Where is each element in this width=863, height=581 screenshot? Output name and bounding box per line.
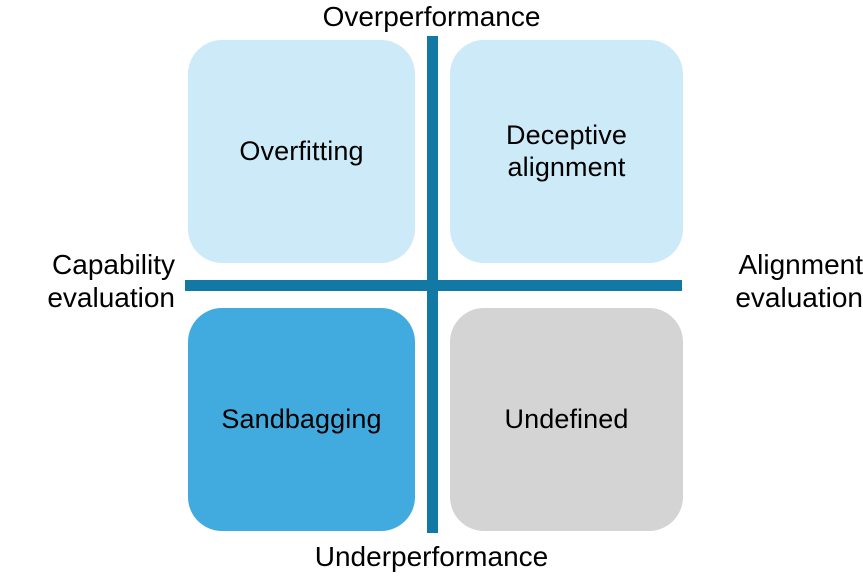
- quadrant-sandbagging-label: Sandbagging: [221, 403, 382, 434]
- quadrant-sandbagging: Sandbagging: [188, 308, 415, 531]
- quadrant-overfitting: Overfitting: [188, 40, 415, 263]
- axis-label-overperformance: Overperformance: [322, 1, 541, 32]
- quadrant-overfitting-label: Overfitting: [239, 135, 364, 166]
- quadrant-deceptive-alignment-label: Deceptive alignment: [506, 119, 627, 182]
- axis-horizontal-line: [185, 280, 682, 291]
- axis-label-capability-evaluation: Capability evaluation: [47, 249, 175, 314]
- quadrant-undefined-label: Undefined: [504, 403, 629, 434]
- quadrant-undefined: Undefined: [450, 308, 683, 531]
- axis-label-underperformance: Underperformance: [314, 541, 549, 572]
- quadrant-deceptive-alignment: Deceptive alignment: [450, 40, 683, 263]
- axis-label-alignment-evaluation: Alignment evaluation: [735, 249, 863, 314]
